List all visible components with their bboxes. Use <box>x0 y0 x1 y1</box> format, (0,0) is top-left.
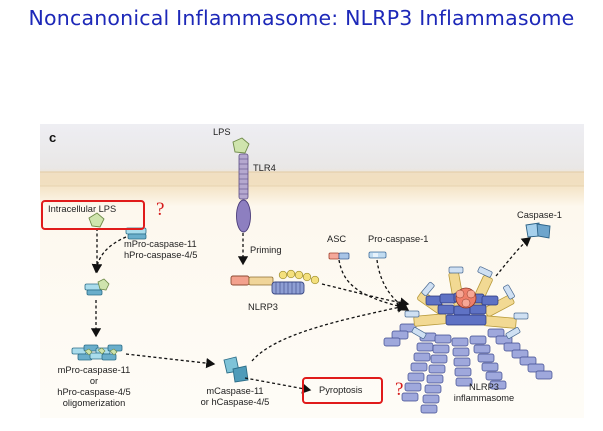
caspase-11-active <box>223 356 249 383</box>
label-asc: ASC <box>327 234 347 244</box>
lps-caspase-complex <box>84 278 110 296</box>
lps-molecule <box>232 137 250 154</box>
label-lps: LPS <box>213 127 231 137</box>
label-pro-caspase-1: Pro-caspase-1 <box>368 234 429 244</box>
caspase-oligomer <box>71 344 123 361</box>
label-priming: Priming <box>250 245 282 255</box>
arrow-caspase11-to-inflammasome <box>251 302 407 362</box>
arrow-to-pyroptosis <box>244 377 312 394</box>
figure-nlrp3-pathway: c LPS TLR4 Intracellular LPS ? mPro-casp… <box>40 124 584 418</box>
question-mark-pyroptosis: ? <box>395 379 404 400</box>
arrow-to-caspase1 <box>495 237 532 277</box>
label-tlr4: TLR4 <box>253 163 276 173</box>
tlr4-receptor <box>236 153 251 233</box>
panel-letter: c <box>49 130 57 145</box>
nlrp3-protein <box>230 269 320 295</box>
pro-caspase-1-protein <box>368 251 387 259</box>
intracellular-lps-molecule <box>88 212 105 228</box>
asc-protein <box>328 252 350 260</box>
highlight-box-intracellular-lps <box>41 200 145 230</box>
highlight-box-pyroptosis <box>302 377 383 404</box>
label-pyroptosis: Pyroptosis <box>319 385 363 395</box>
question-mark-intracellular-lps: ? <box>156 199 165 220</box>
caspase-1-protein <box>525 222 551 239</box>
arrow-oligomer-to-caspase11 <box>125 353 216 369</box>
cell-membrane <box>40 172 584 186</box>
label-nlrp3: NLRP3 <box>248 302 278 312</box>
label-pro-caspase-11: mPro-caspase-11 hPro-caspase-4/5 <box>124 239 198 260</box>
slide-title: Noncanonical Inflammasome: NLRP3 Inflamm… <box>28 6 575 30</box>
label-intracellular-lps: Intracellular LPS <box>48 204 117 214</box>
label-oligomerization: mPro-caspase-11 or hPro-caspase-4/5 olig… <box>57 365 131 408</box>
label-caspase-1: Caspase-1 <box>517 210 562 220</box>
pathway-diagram <box>40 124 584 418</box>
nlrp3-inflammasome-complex <box>383 266 553 414</box>
label-nlrp3-inflammasome: NLRP3 inflammasome <box>453 382 515 403</box>
label-caspase-11: mCaspase-11 or hCaspase-4/5 <box>200 386 270 407</box>
